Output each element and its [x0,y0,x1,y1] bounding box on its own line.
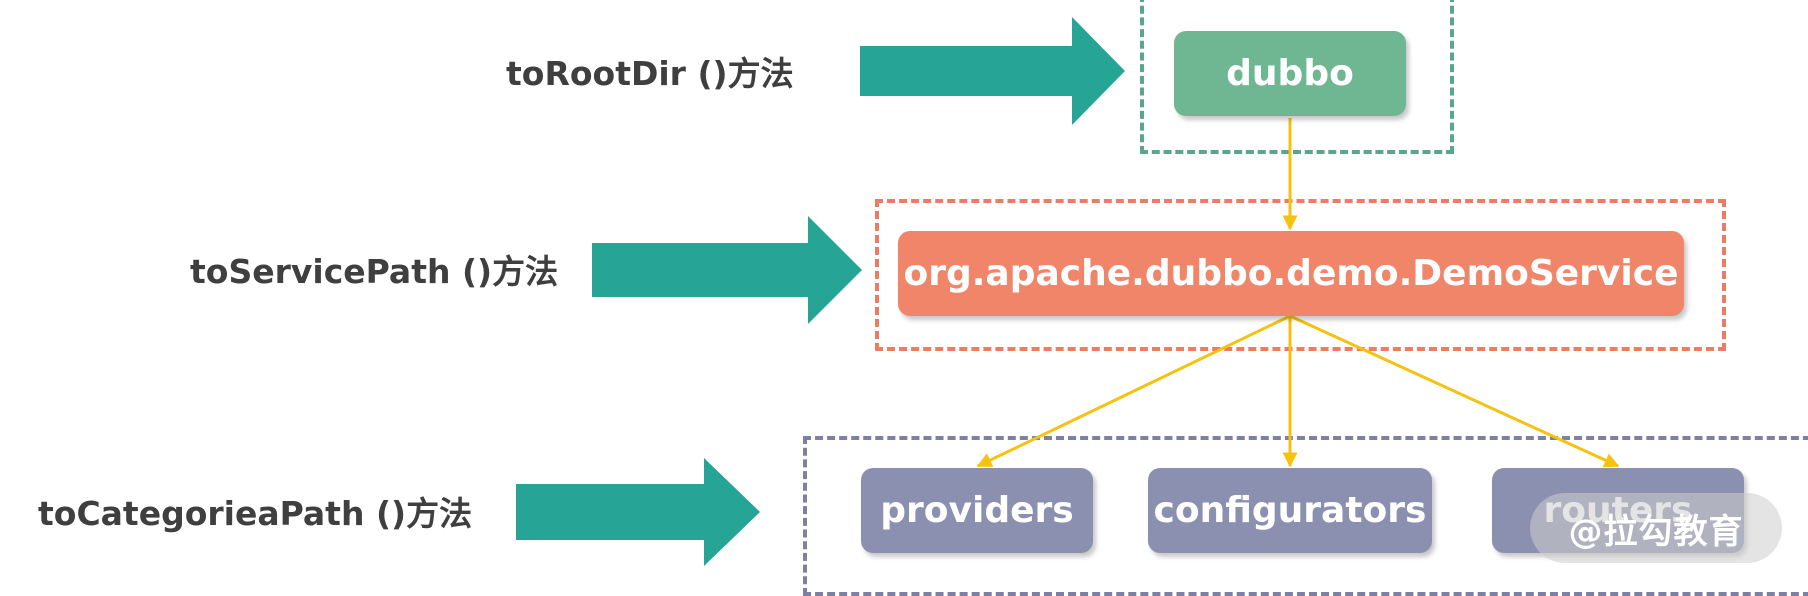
connector-service-to-providers [976,314,1291,468]
arrow-root-dir [860,17,1125,125]
node-configurators: configurators [1148,468,1432,553]
node-providers: providers [861,468,1093,553]
arrow-service-path [592,216,862,324]
label-to-category-path: toCategorieaPath ()方法 [38,494,473,533]
label-to-service-path: toServicePath ()方法 [190,252,559,291]
label-to-root-dir: toRootDir ()方法 [506,54,794,93]
node-dubbo: dubbo [1174,31,1406,116]
service-group-box [875,199,1726,351]
watermark-badge: @拉勾教育 [1530,493,1782,563]
root-group-box [1140,0,1454,154]
arrow-category-path [516,458,760,566]
connector-service-to-routers [1289,314,1620,468]
node-demo-service: org.apache.dubbo.demo.DemoService [898,231,1684,316]
